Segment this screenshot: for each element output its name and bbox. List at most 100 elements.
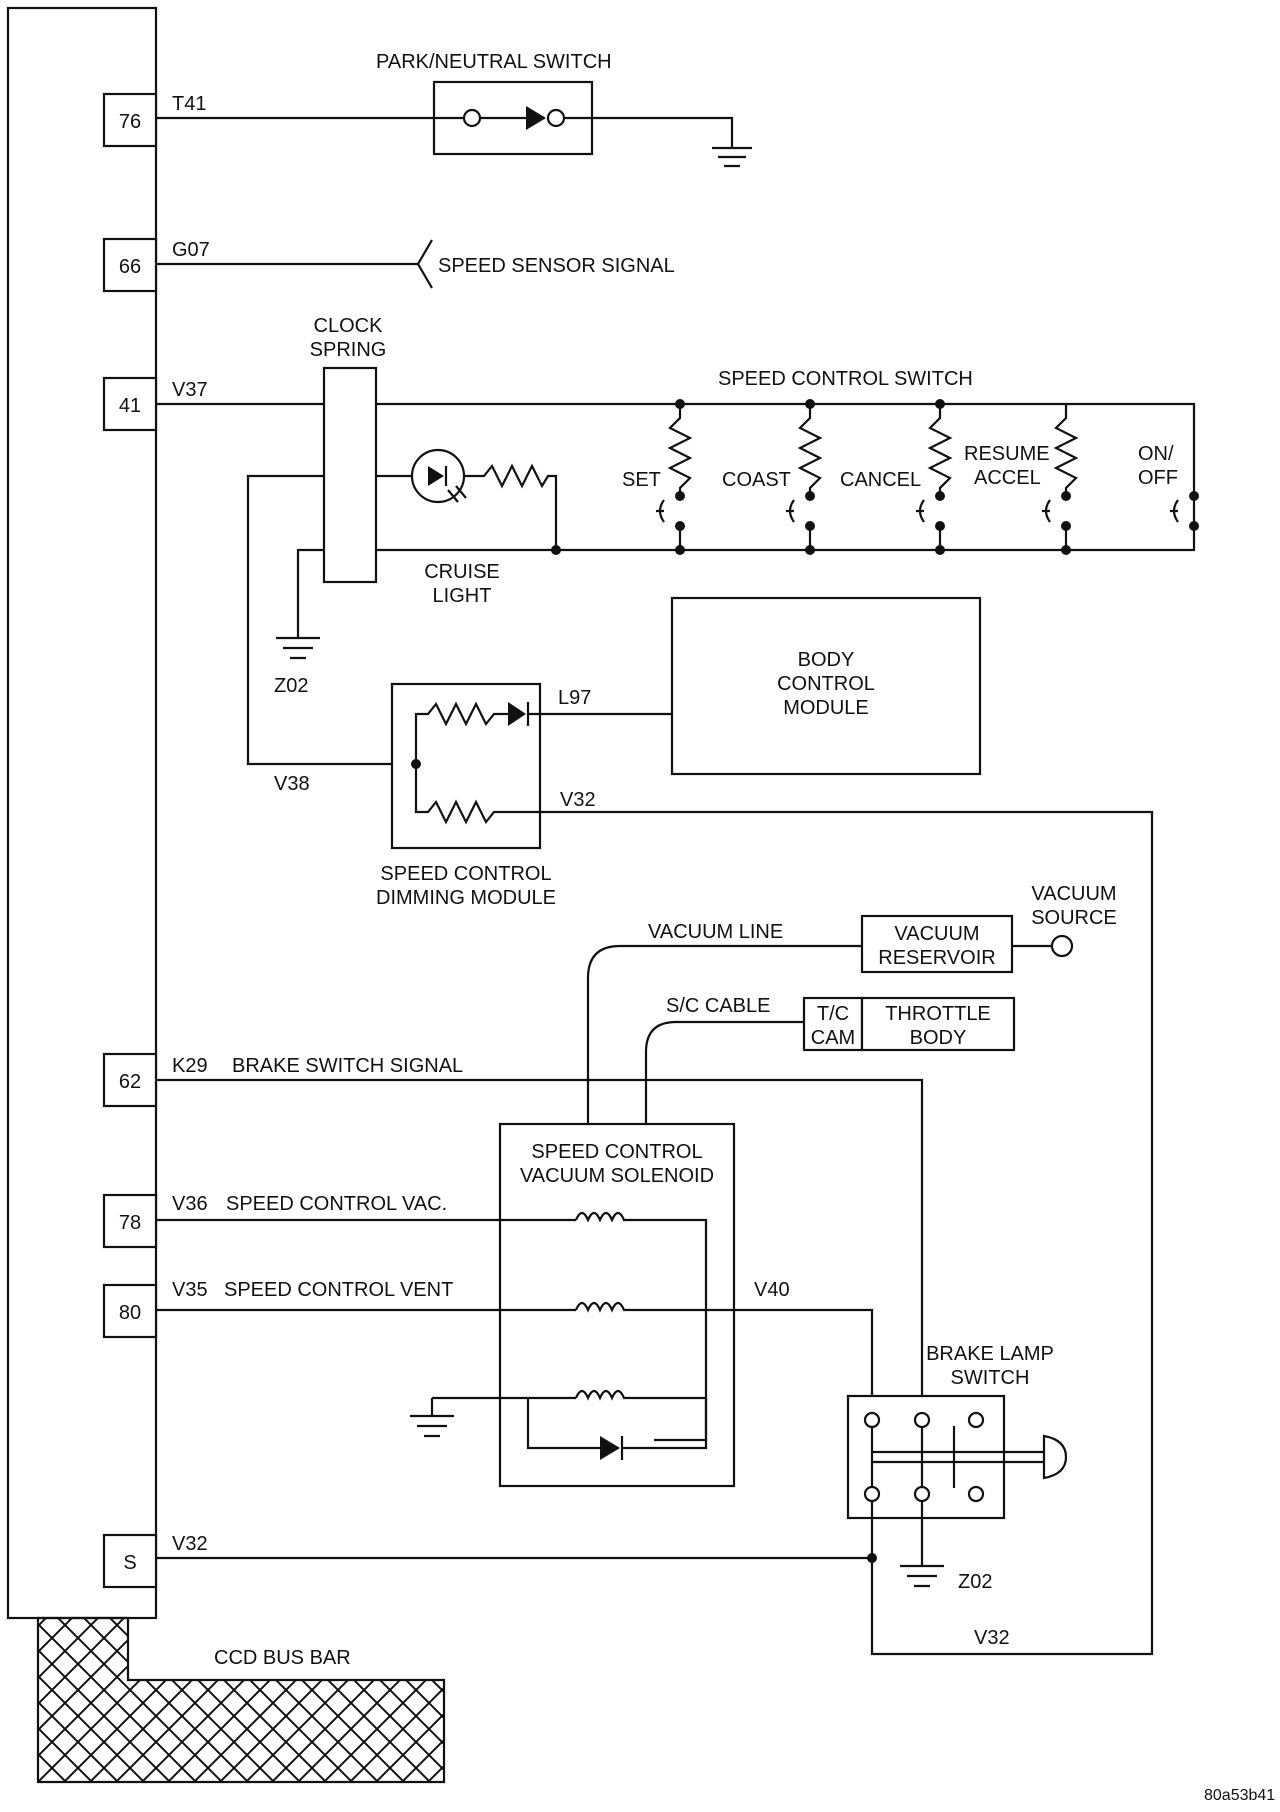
wire-t41-label: T41 [172,93,206,115]
svg-text:41: 41 [119,395,141,417]
wire-v32 [540,810,1154,1656]
wire-v37-label: V37 [172,379,208,401]
pin-s: S [102,1533,158,1589]
ground-icon [410,1414,454,1438]
pin-76: 76 [102,92,158,148]
throttle-body-label-2: BODY [910,1027,967,1049]
wire-k29 [156,1078,924,1420]
brake-switch-signal-label: BRAKE SWITCH SIGNAL [232,1055,463,1077]
ground-icon [900,1564,944,1588]
wire-v32-s [156,1501,874,1560]
svg-text:S: S [123,1552,136,1574]
wire-v32-dim-label: V32 [560,789,596,811]
svg-text:76: 76 [119,111,141,133]
tc-cam-label-1: T/C [817,1003,849,1025]
cruise-light-bulb-icon [410,448,467,504]
sc-cable [644,1020,804,1124]
brake-pedal-plunger-icon [1042,1434,1068,1480]
brake-lamp-switch-contacts [863,1411,1044,1503]
sc-vent-label: SPEED CONTROL VENT [224,1279,453,1301]
coast-label: COAST [722,469,791,491]
dimming-module-label-2: DIMMING MODULE [376,887,556,909]
throttle-body-label-1: THROTTLE [885,1003,991,1025]
vacuum-reservoir-label-2: RESERVOIR [878,947,995,969]
bcm-label-3: MODULE [783,697,869,719]
wire-v32-s-label: V32 [172,1533,208,1555]
dimming-upper-resistor [414,701,508,764]
wire-v35-label: V35 [172,1279,208,1301]
wire-v36-label: V36 [172,1193,208,1215]
wire-v40-label: V40 [754,1279,790,1301]
bcm-label-1: BODY [798,649,855,671]
dimming-module-label-1: SPEED CONTROL [380,863,551,885]
vacuum-solenoid-box [498,1122,736,1488]
reference-number: 80a53b41 [1204,1787,1275,1804]
wire-g07-label: G07 [172,239,210,261]
sc-vac-label: SPEED CONTROL VAC. [226,1193,447,1215]
wire-k29-label: K29 [172,1055,208,1077]
diode-icon [508,702,526,726]
park-neutral-switch-contact [434,106,592,130]
set-switch [656,399,693,555]
ccd-bus-bar-label: CCD BUS BAR [214,1647,351,1669]
on-off-switch [1170,491,1199,531]
resume-label: RESUME [964,443,1050,465]
cruise-light-label-2: LIGHT [433,585,492,607]
svg-text:66: 66 [119,256,141,278]
svg-text:78: 78 [119,1212,141,1234]
solenoid-label-1: SPEED CONTROL [531,1141,702,1163]
cruise-light-label-1: CRUISE [424,561,500,583]
vacuum-reservoir-box [860,914,1014,974]
brake-lamp-switch-label-2: SWITCH [951,1367,1030,1389]
vacuum-source-port [1050,934,1074,958]
diode-icon [600,1436,620,1460]
diode-branch-wire [526,1398,600,1450]
pin-78: 78 [102,1193,158,1249]
vent-coil [574,1301,706,1313]
wire-z02-label-b: Z02 [958,1571,992,1593]
coast-switch [786,399,823,555]
speed-sensor-signal-label: SPEED SENSOR SIGNAL [438,255,675,277]
vac-coil [574,1211,708,1442]
on-label: ON/ [1138,443,1174,465]
junction-dot [551,545,561,555]
ground-icon [712,146,752,168]
throttle-body-box [860,996,1016,1052]
svg-text:80: 80 [119,1302,141,1324]
wire-v38 [246,474,416,766]
accel-label: ACCEL [974,467,1041,489]
wire-l97-label: L97 [558,687,591,709]
clock-spring-ground-wire [296,548,324,638]
tc-cam-label-2: CAM [811,1027,855,1049]
pin-62: 62 [102,1052,158,1108]
set-label: SET [622,469,661,491]
clock-spring-box [322,366,378,584]
vacuum-line [586,944,862,1124]
vacuum-source-label-1: VACUUM [1031,883,1116,905]
svg-text:62: 62 [119,1071,141,1093]
connector-chevron-icon [416,239,433,289]
wire-z02-label-a: Z02 [274,675,308,697]
sc-cable-label: S/C CABLE [666,995,770,1017]
pin-41: 41 [102,376,158,432]
brake-lamp-switch-label-1: BRAKE LAMP [926,1343,1054,1365]
park-neutral-ground-wire [592,116,734,148]
wire-v38-label: V38 [274,773,310,795]
pin-80: 80 [102,1283,158,1339]
resume-accel-switch [1042,404,1079,555]
pin-66: 66 [102,237,158,293]
ground-icon [276,636,320,660]
wire-v40 [706,1308,874,1420]
body-control-module-box [670,596,982,776]
junction-dot [867,1553,877,1563]
ccd-bus-bar [36,1616,446,1784]
off-label: OFF [1138,467,1178,489]
vacuum-source-label-2: SOURCE [1031,907,1117,929]
cancel-label: CANCEL [840,469,921,491]
tc-cam-box [802,996,864,1052]
vacuum-line-label: VACUUM LINE [648,921,783,943]
park-neutral-switch-label: PARK/NEUTRAL SWITCH [376,51,612,73]
cancel-switch [916,399,953,555]
clock-spring-label-1: CLOCK [314,315,384,337]
diode-return-wire [620,1398,708,1460]
